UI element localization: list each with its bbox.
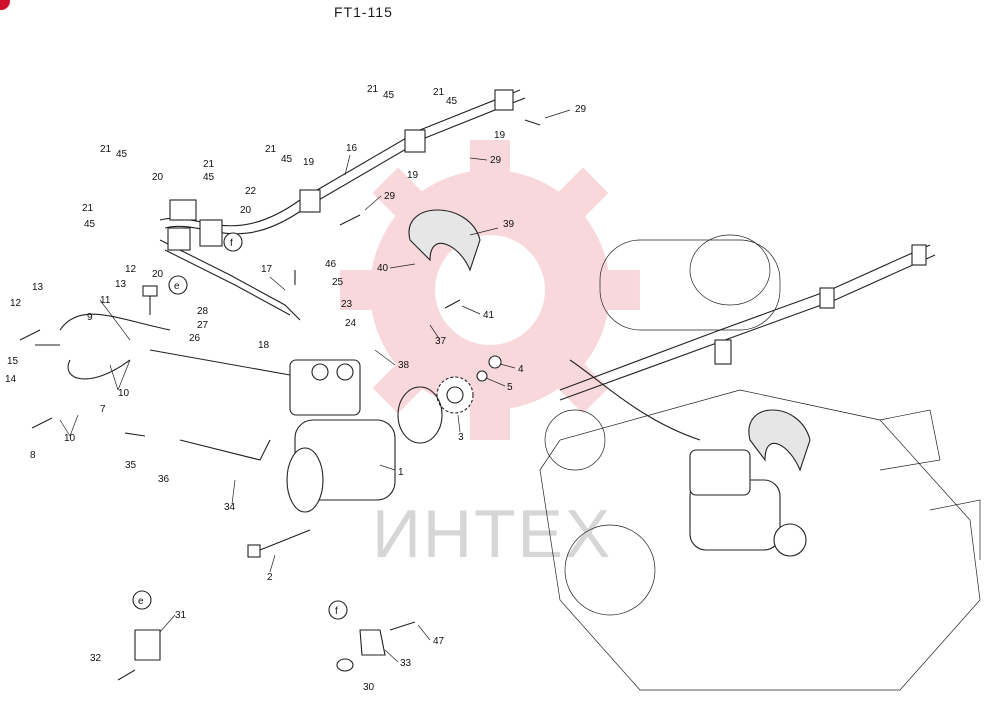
callout-20c: 20	[152, 269, 164, 280]
hose-part	[408, 209, 811, 472]
callout-16: 16	[346, 143, 358, 154]
callout-13: 13	[32, 282, 44, 293]
callout-18: 18	[258, 340, 270, 351]
callout-34: 34	[224, 502, 236, 513]
callout-24: 24	[345, 318, 357, 329]
ref-circle-f2: f	[328, 600, 348, 620]
callout-7: 7	[100, 404, 106, 415]
callout-12: 12	[10, 298, 22, 309]
callout-23: 23	[341, 299, 353, 310]
callout-1: 1	[398, 467, 404, 478]
callout-33: 33	[400, 658, 412, 669]
callout-29c: 29	[575, 104, 587, 115]
ref-label-e1: e	[174, 281, 180, 292]
watermark-gear-logo	[340, 140, 640, 440]
callout-25: 25	[332, 277, 344, 288]
callout-8: 8	[30, 450, 36, 461]
callout-31: 31	[175, 610, 187, 621]
callout-14: 14	[5, 374, 17, 385]
ref-circle-e1: e	[168, 275, 188, 295]
ref-circle-e2: e	[132, 590, 152, 610]
callout-19c: 19	[494, 130, 506, 141]
callout-17: 17	[261, 264, 273, 275]
clamp-blocks	[167, 89, 927, 365]
callout-19b: 19	[407, 170, 419, 181]
callout-10b: 10	[64, 433, 76, 444]
callout-45e: 45	[383, 90, 395, 101]
leader-lines	[59, 109, 571, 663]
callout-13b: 13	[115, 279, 127, 290]
bolts	[19, 119, 541, 681]
callout-36: 36	[158, 474, 170, 485]
callout-37: 37	[435, 336, 447, 347]
bracket-details	[134, 629, 386, 672]
callout-45: 45	[116, 149, 128, 160]
callout-11: 11	[100, 295, 111, 306]
ref-circle-f1: f	[223, 232, 243, 252]
ref-label-f1: f	[230, 238, 233, 249]
callout-3: 3	[458, 432, 464, 443]
callout-12b: 12	[125, 264, 137, 275]
callout-29: 29	[384, 191, 396, 202]
callout-38: 38	[398, 360, 410, 371]
callout-32: 32	[90, 653, 102, 664]
callout-30: 30	[363, 682, 375, 693]
callout-40: 40	[377, 263, 389, 274]
callout-45b: 45	[203, 172, 215, 183]
callout-28: 28	[197, 306, 209, 317]
callout-45c: 45	[84, 219, 96, 230]
part-callouts: 1 2 3 4 5 7 8 9 10 10 11 12 12 13 13 14 …	[5, 84, 587, 693]
gear-and-gasket	[397, 355, 502, 444]
callout-4: 4	[518, 364, 524, 375]
corner-marker	[0, 0, 10, 10]
callout-29b: 29	[490, 155, 502, 166]
callout-35: 35	[125, 460, 137, 471]
callout-21c: 21	[82, 203, 94, 214]
compressor-assembly	[286, 359, 396, 513]
callout-9: 9	[87, 312, 93, 323]
callout-39: 39	[503, 219, 515, 230]
callout-21b: 21	[203, 159, 215, 170]
ref-label-f2: f	[335, 606, 338, 617]
ref-label-e2: e	[138, 596, 144, 607]
callout-27: 27	[197, 320, 209, 331]
callout-45d: 45	[281, 154, 293, 165]
engine-outline	[539, 234, 981, 691]
callout-15: 15	[7, 356, 19, 367]
callout-5: 5	[507, 382, 513, 393]
callout-10: 10	[118, 388, 130, 399]
watermark-text: ИНТЕХ	[372, 496, 613, 572]
callout-21f: 21	[433, 87, 445, 98]
callout-46: 46	[325, 259, 337, 270]
callout-45f: 45	[446, 96, 458, 107]
callout-19: 19	[303, 157, 315, 168]
callout-20: 20	[152, 172, 164, 183]
callout-21d: 21	[265, 144, 277, 155]
callout-21: 21	[100, 144, 112, 155]
callout-26: 26	[189, 333, 201, 344]
callout-41: 41	[483, 310, 495, 321]
callout-20b: 20	[240, 205, 252, 216]
page-title: FT1-115	[334, 4, 393, 20]
callout-21e: 21	[367, 84, 379, 95]
callout-2: 2	[267, 572, 273, 583]
callout-47: 47	[433, 636, 445, 647]
callout-22: 22	[245, 186, 257, 197]
